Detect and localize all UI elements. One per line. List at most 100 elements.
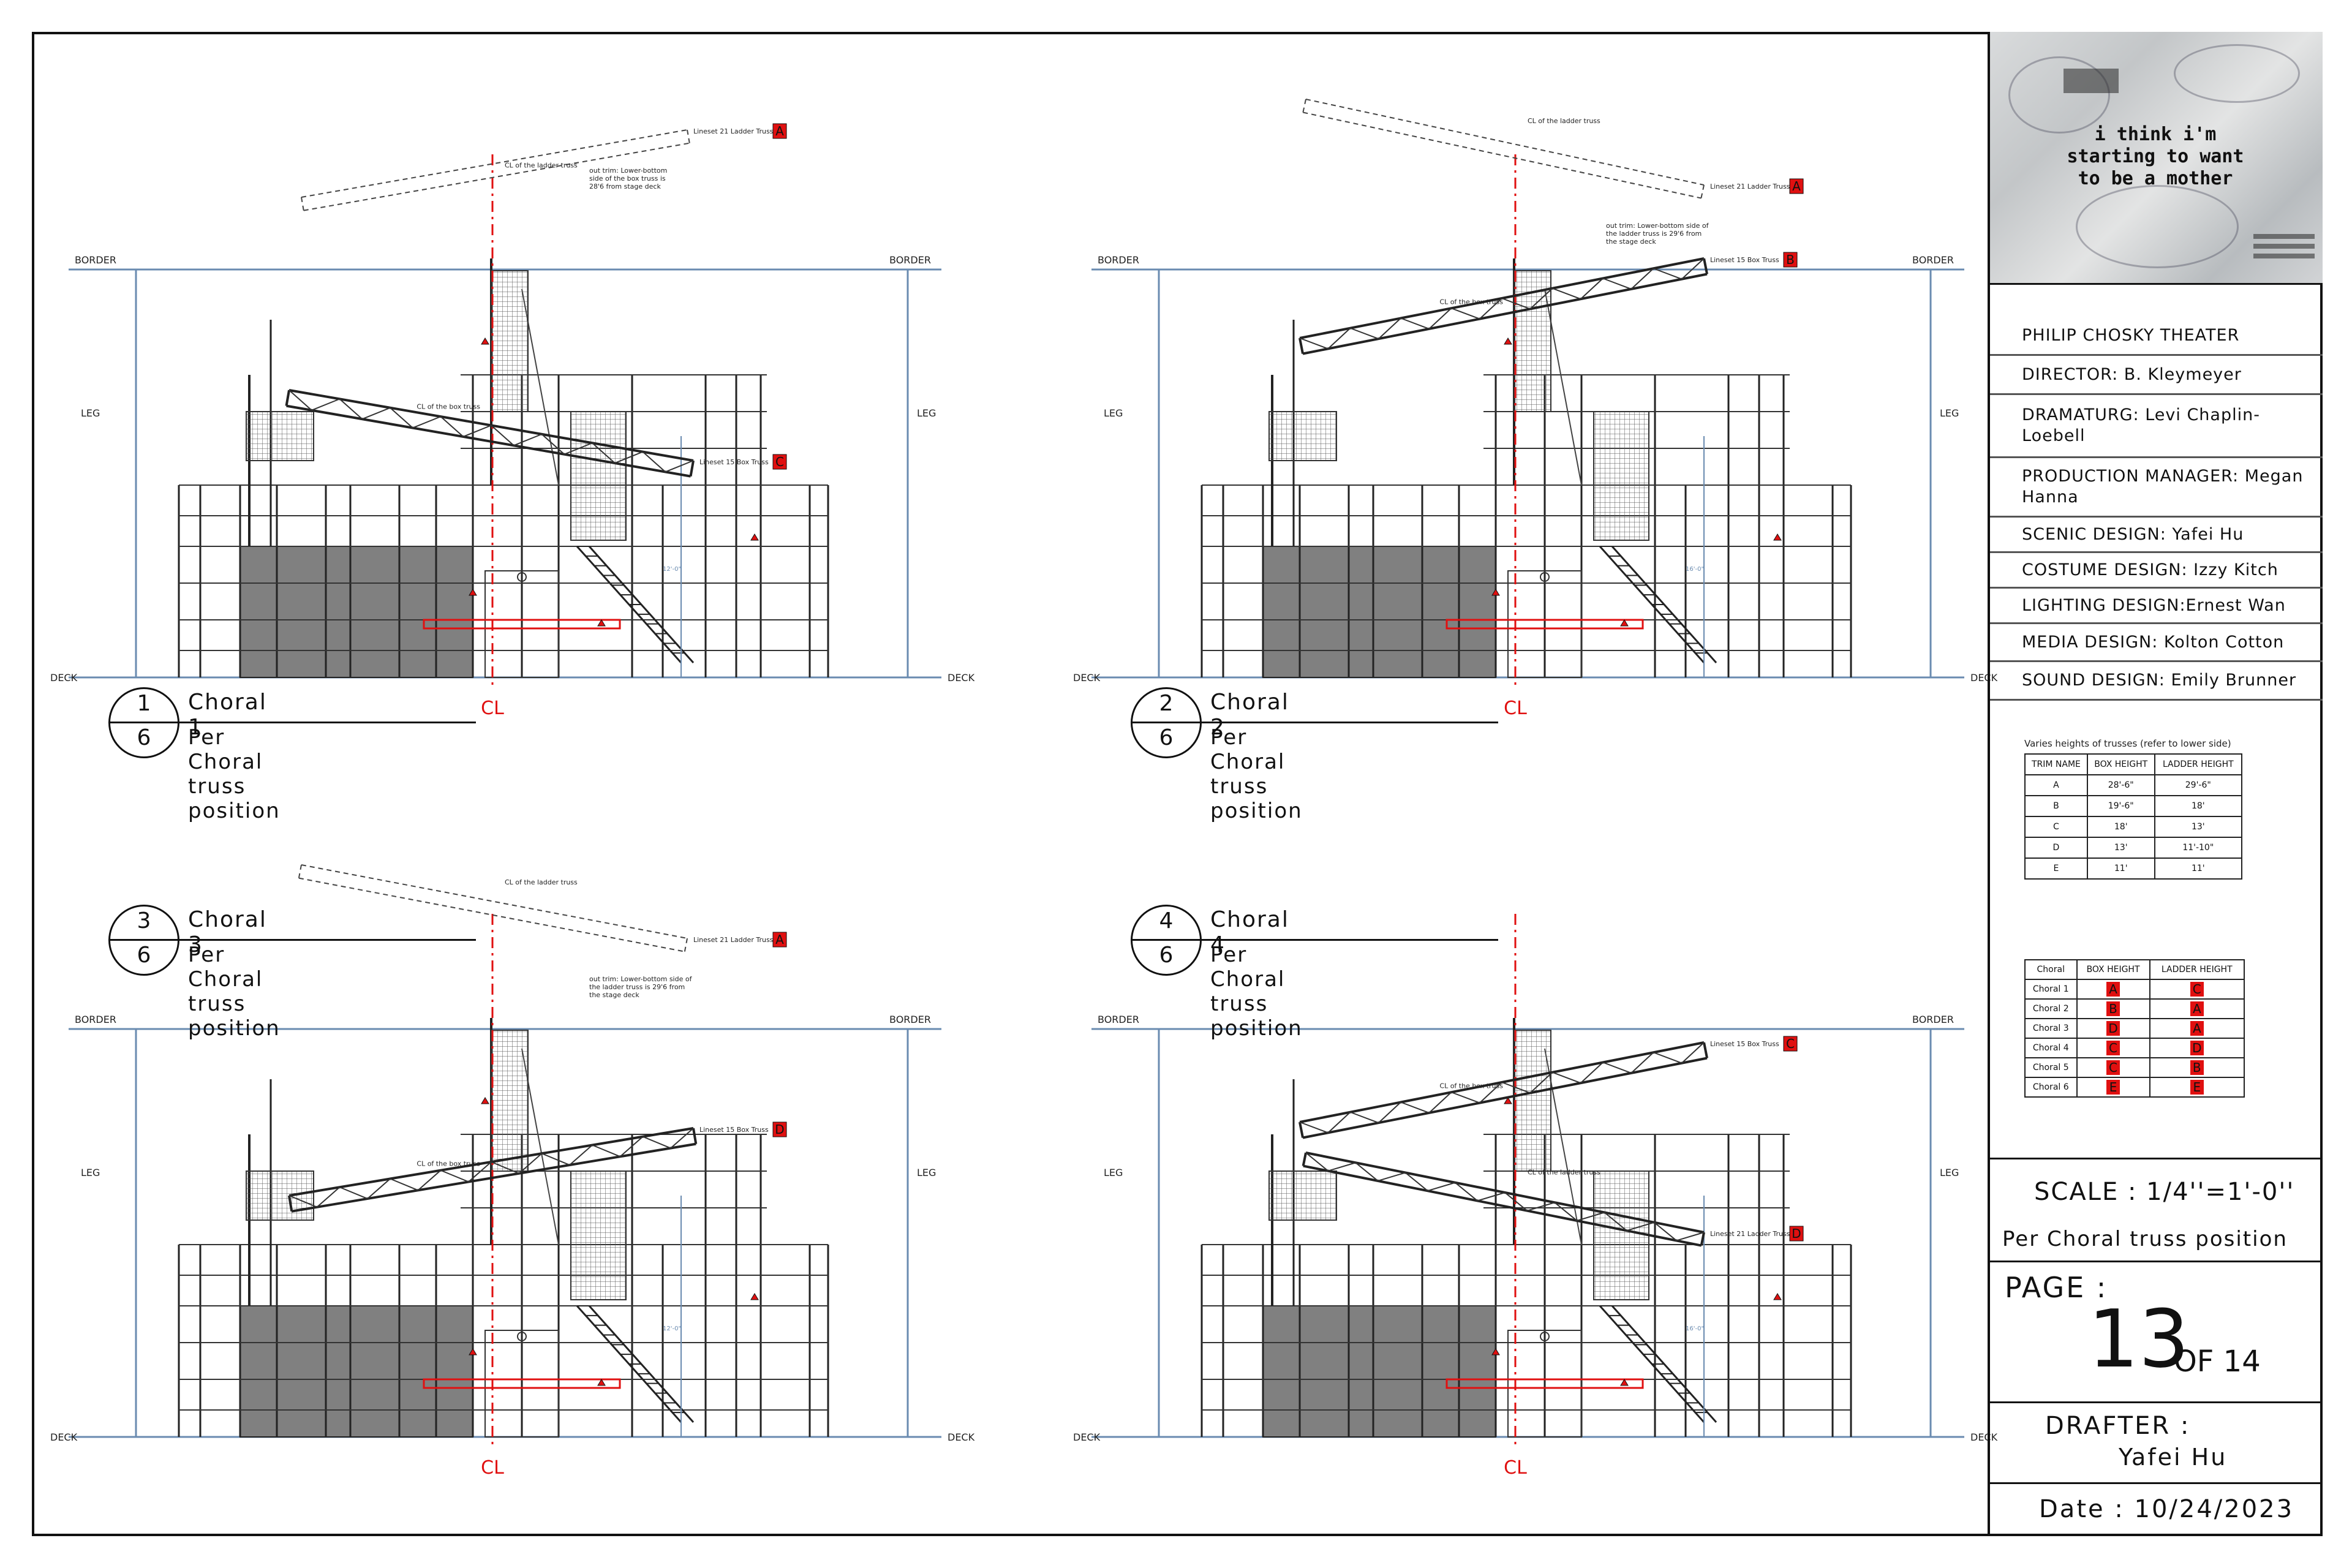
poster-scribble: [2174, 44, 2300, 103]
credit-dramaturg: DRAMATURG: Levi Chaplin-Loebell: [1990, 395, 2323, 458]
truss-web: [1404, 1172, 1428, 1191]
table-header: TRIM NAME: [2024, 753, 2088, 775]
trim-tag-letter: D: [1792, 1226, 1801, 1241]
table-cell: 28'-6": [2086, 774, 2155, 796]
cl-ladder-label: CL of the ladder truss: [505, 162, 578, 170]
deck-label: DECK: [50, 672, 78, 684]
truss-web: [390, 1178, 418, 1191]
truss-end: [689, 460, 695, 477]
lineset-label: Lineset 21 Ladder Truss: [1710, 183, 1790, 190]
view-sheet-number: 6: [1159, 943, 1174, 968]
truss-end: [1700, 184, 1705, 198]
truss-web: [564, 442, 593, 455]
rigging-marker: [481, 337, 489, 345]
rigging-marker: [750, 533, 759, 541]
trim-tag: B: [2190, 1060, 2204, 1075]
truss-chord: [298, 877, 685, 952]
rail-platform: [423, 1378, 621, 1389]
truss-web: [1681, 1042, 1705, 1064]
truss-web: [491, 424, 514, 447]
table-header: LADDER HEIGHT: [2149, 959, 2245, 980]
rigging-marker: [1504, 337, 1512, 345]
dimension-text: 16'-0": [1686, 1325, 1704, 1332]
cl-ladder-label: CL of the ladder truss: [505, 878, 578, 886]
date-box: Date : 10/24/2023: [1990, 1482, 2323, 1534]
truss-web: [1327, 328, 1351, 350]
scale-box: SCALE : 1/4''=1'-0'' Per Choral truss po…: [1990, 1158, 2323, 1261]
ladder-truss: [301, 129, 690, 211]
truss-end: [1302, 99, 1306, 113]
truss-web: [1299, 337, 1329, 350]
center-line-symbol: CL: [481, 698, 504, 719]
mesh-panel: [246, 411, 314, 461]
rigging-marker: [1773, 533, 1782, 541]
rigging-marker: [1504, 1097, 1512, 1104]
door-frame: [484, 1330, 559, 1438]
truss-web: [1378, 317, 1401, 339]
view-number: 2: [1159, 691, 1174, 716]
truss-web: [1477, 1192, 1506, 1202]
date: Date : 10/24/2023: [2039, 1495, 2294, 1523]
credit-production-manager: PRODUCTION MANAGER: Megan Hanna: [1990, 458, 2323, 518]
truss-web: [462, 424, 492, 437]
cl-box-label: CL of the box truss: [1439, 298, 1503, 306]
page-box: PAGE : 13 OF 14: [1990, 1261, 2323, 1401]
truss-web: [1355, 1162, 1379, 1182]
table-cell: C: [2076, 1057, 2150, 1078]
leg-label: LEG: [81, 1167, 100, 1178]
view-number: 1: [137, 691, 151, 716]
show-poster: i think i'm starting to want to be a mot…: [1990, 32, 2323, 285]
truss-web: [1455, 1182, 1478, 1202]
truss-web: [1554, 1202, 1578, 1221]
center-line-symbol: CL: [1504, 698, 1527, 719]
rigging-marker: [1620, 1379, 1629, 1386]
truss-end: [1703, 1042, 1708, 1058]
truss-web: [665, 460, 694, 473]
table-header: Choral: [2024, 959, 2078, 980]
truss-web: [1479, 1082, 1502, 1104]
table-cell: 18': [2086, 816, 2155, 838]
deck-label: DECK: [948, 1431, 975, 1443]
door-knob: [1540, 572, 1550, 582]
drafter-label: DRAFTER :: [2045, 1412, 2191, 1440]
truss-web: [1350, 327, 1379, 340]
table-cell: A: [2149, 998, 2245, 1019]
truss-web: [1580, 1061, 1604, 1084]
mesh-panel: [1593, 411, 1649, 541]
border-label: BORDER: [75, 1014, 116, 1025]
truss-web: [1602, 1061, 1632, 1074]
leg-label: LEG: [81, 407, 100, 419]
truss-chord: [1303, 1164, 1702, 1247]
trim-tag: [1783, 252, 1798, 268]
table-cell: C: [2149, 979, 2245, 1000]
truss-web: [491, 1161, 519, 1174]
truss-web: [1428, 1091, 1452, 1114]
border-label: BORDER: [889, 1014, 931, 1025]
truss-web: [1630, 1052, 1654, 1074]
table-row: Choral 3 D A: [2024, 1018, 2245, 1039]
leg-label: LEG: [917, 407, 936, 419]
truss-web: [1327, 1112, 1351, 1134]
rigging-marker: [1491, 589, 1500, 596]
deck-label: DECK: [1073, 1431, 1101, 1443]
table-cell: C: [2076, 1038, 2150, 1058]
truss-web: [1676, 1232, 1705, 1242]
mesh-panel: [570, 411, 627, 541]
out-trim-note: side of the box truss is: [589, 175, 666, 183]
view-name: Choral 2: [1210, 690, 1289, 740]
trim-tag: [772, 1121, 787, 1137]
truss-end: [285, 390, 290, 406]
title-rule: [108, 722, 476, 723]
truss-web: [1529, 288, 1553, 310]
poster-bars: [2253, 254, 2315, 258]
trim-tag-letter: A: [775, 124, 784, 138]
table-cell: 11': [2086, 858, 2155, 880]
platform-block: [239, 546, 473, 678]
truss-web: [619, 1136, 644, 1158]
table-cell: 18': [2154, 795, 2243, 817]
trim-tag: C: [2190, 982, 2204, 997]
door-frame: [1507, 1330, 1582, 1438]
trim-tag: C: [2106, 1060, 2120, 1075]
table-cell: B: [2149, 1057, 2245, 1078]
